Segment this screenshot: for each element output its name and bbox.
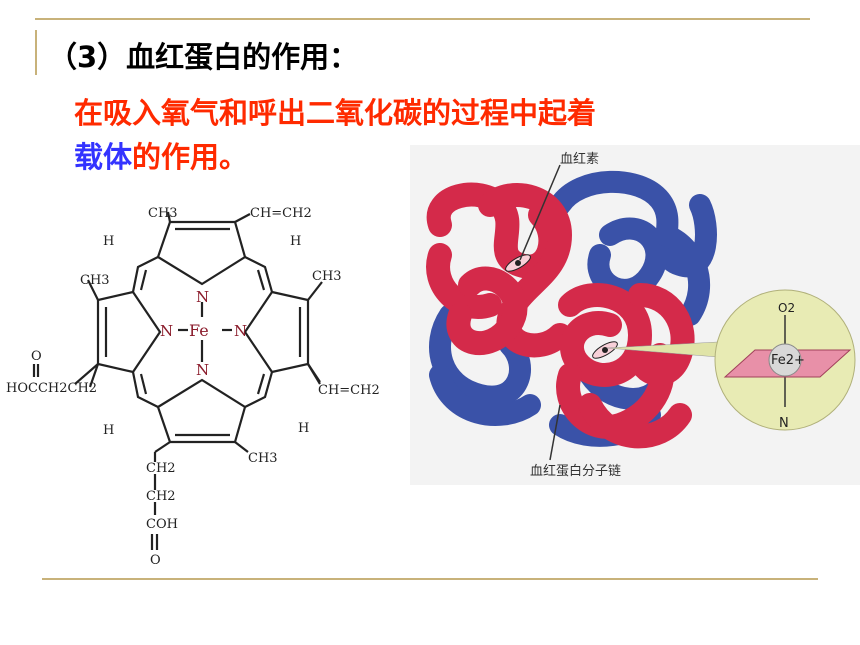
label-h-top-left: H	[103, 234, 114, 249]
body-line-2: 载体的作用。	[74, 134, 248, 176]
label-vinyl-top: CH=CH2	[250, 206, 312, 221]
label-n-right: N	[234, 322, 247, 340]
body-line-1: 在吸入氧气和呼出二氧化碳的过程中起着	[74, 96, 597, 130]
label-o2: O2	[778, 301, 795, 315]
label-ch3-top: CH3	[148, 206, 178, 221]
label-h-top-right: H	[290, 234, 301, 249]
label-heme: 血红素	[560, 151, 599, 167]
label-vinyl-right: CH=CH2	[318, 383, 380, 398]
label-o-top: O	[31, 349, 42, 364]
hemoglobin-illustration: 血红素 血红蛋白分子链 O2 Fe2+ N	[410, 145, 860, 485]
label-hoocch2ch2: HOCCH2CH2	[6, 381, 97, 396]
label-n-top: N	[196, 288, 209, 306]
label-ch3-bottom: CH3	[248, 451, 278, 466]
bottom-rule	[42, 578, 818, 580]
label-ch3-right: CH3	[312, 269, 342, 284]
label-n: N	[779, 416, 789, 431]
label-ch3-left: CH3	[80, 273, 110, 288]
title-accent-bar	[35, 30, 37, 75]
slide-title: （3）血红蛋白的作用：	[48, 40, 359, 74]
label-ch2-1: CH2	[146, 461, 176, 476]
heme-discs	[505, 254, 618, 359]
label-chain: 血红蛋白分子链	[530, 463, 621, 479]
red-chains	[426, 182, 695, 449]
heme-structure-diagram: CH3 CH=CH2 H H CH3 CH3 N N Fe N N O HOCC…	[0, 172, 420, 572]
label-h-bottom-left: H	[103, 423, 114, 438]
label-n-left: N	[160, 322, 173, 340]
label-fe2: Fe2+	[771, 353, 805, 368]
body-line-2-rest: 的作用。	[132, 140, 249, 174]
label-n-bottom: N	[196, 361, 209, 379]
label-o-bottom: O	[150, 553, 161, 568]
top-rule	[35, 18, 810, 20]
highlight-term: 载体	[74, 140, 133, 174]
label-ch2-2: CH2	[146, 489, 176, 504]
label-coh: COH	[146, 517, 178, 532]
fe-inset: O2 Fe2+ N	[714, 289, 856, 431]
label-fe: Fe	[189, 321, 209, 340]
label-h-bottom-right: H	[298, 421, 309, 436]
